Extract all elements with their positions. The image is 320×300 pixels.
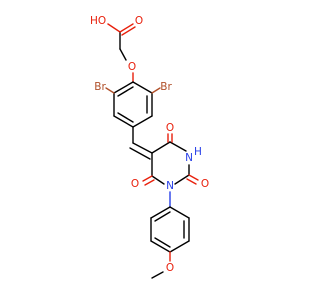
bond-co-right-b (186, 178, 197, 185)
bonds (105, 23, 199, 279)
ring2-bond-1 (151, 141, 171, 154)
atom-h-hydroxyl: H (90, 15, 98, 27)
atom-o-ether: O (128, 61, 136, 73)
ring1-bond-3 (132, 115, 153, 128)
bond-co-right-a (188, 174, 199, 181)
bond-ch-c5-b (129, 147, 151, 160)
atom-o-right-carbonyl: O (201, 178, 209, 190)
ring3-bond-1 (169, 206, 190, 219)
atom-o-top-carbonyl: O (166, 122, 174, 134)
bond-o-me (151, 271, 164, 279)
atom-o-methoxy: O (166, 262, 174, 274)
bond-oh-c (107, 23, 121, 33)
atom-o-carbonyl: O (135, 15, 143, 27)
ring3-bond-6b (154, 211, 171, 222)
ring2-bond-5 (151, 175, 165, 185)
bond-ch-c5-a (132, 142, 153, 154)
ring1-bond-1 (132, 81, 153, 94)
atom-br-left: Br (94, 81, 106, 93)
ring3-bond-3 (169, 240, 190, 253)
atom-o-hydroxyl: O (98, 15, 106, 27)
bond-c-o-double-b (121, 26, 136, 36)
bond-ch2-o (119, 48, 127, 61)
ring3-bond-6 (150, 206, 171, 219)
bond-br-right (151, 87, 161, 94)
atom-br-right: Br (160, 81, 172, 93)
molecule-structure-diagram: O H O O Br Br O N H O O N O (90, 15, 209, 279)
atom-labels: O H O O Br Br O N H O O N O (90, 15, 209, 274)
atom-n-amide: N (185, 152, 193, 164)
atom-n-aryl: N (166, 180, 174, 192)
ring1-bond-6b (117, 86, 134, 97)
bond-co-left-b (144, 179, 155, 186)
atom-h-amide: H (194, 146, 202, 158)
bond-c-o-double-a (119, 23, 134, 33)
ring1-bond-6 (113, 81, 134, 94)
ring1-bond-4 (113, 115, 134, 128)
ring3-bond-4 (150, 240, 171, 253)
ring2-bond-2 (169, 141, 187, 152)
bond-br-left (105, 87, 115, 94)
atom-o-left-carbonyl: O (131, 178, 139, 190)
ring3-bond-4b (154, 237, 171, 248)
bond-co-left-a (142, 175, 153, 182)
ring1-bond-4b (117, 112, 134, 123)
ring2-bond-4 (174, 174, 190, 185)
